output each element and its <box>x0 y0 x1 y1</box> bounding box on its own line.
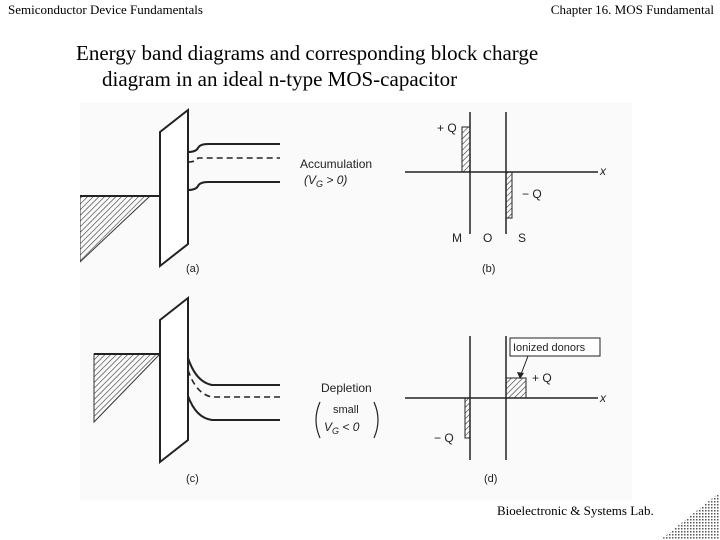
panel-b-caption: (b) <box>482 263 495 275</box>
label-semiconductor: S <box>518 231 526 245</box>
ionized-donors-box <box>509 337 601 357</box>
panel-d-caption: (d) <box>484 473 497 485</box>
metal-charge-block-d <box>464 397 471 439</box>
valence-band <box>187 181 280 191</box>
fermi-level-line-c <box>187 369 280 398</box>
ionized-donors-arrowhead <box>517 372 524 379</box>
valence-band-c <box>187 395 280 421</box>
panel-b-axis-x: x <box>599 164 607 178</box>
panel-c-band-diagram <box>93 295 280 465</box>
mos-figure: Accumulation (VG > 0) (a) + Q − Q x M O … <box>79 102 632 500</box>
paren-right <box>373 401 379 439</box>
label-oxide: O <box>483 231 492 245</box>
mos-diagram-svg: Accumulation (VG > 0) (a) + Q − Q x M O … <box>79 102 632 500</box>
oxide-barrier <box>159 107 189 269</box>
panel-a-state: Accumulation <box>300 157 372 171</box>
panel-d-axis-x: x <box>599 391 607 405</box>
panel-c-caption: (c) <box>186 473 199 485</box>
ionized-donor-block <box>505 377 527 399</box>
corner-decoration <box>660 492 720 540</box>
header-chapter-title: Chapter 16. MOS Fundamental <box>550 2 714 17</box>
panel-d-ionized-label: Ionized donors <box>513 342 586 354</box>
paren-left <box>315 401 321 439</box>
panel-b-charge-diagram <box>405 112 598 234</box>
semiconductor-charge-block <box>505 171 513 219</box>
panel-b-minus-q: − Q <box>522 187 542 201</box>
fermi-level-line <box>187 157 280 163</box>
panel-d-minus-q: − Q <box>434 431 454 445</box>
label-metal: M <box>452 231 462 245</box>
slide-title: Energy band diagrams and corresponding b… <box>76 40 676 92</box>
conduction-band-c <box>187 357 280 386</box>
panel-c-state: Depletion <box>321 381 372 395</box>
panel-d-charge-diagram <box>405 336 601 460</box>
panel-d-plus-q: + Q <box>532 371 552 385</box>
metal-charge-block <box>461 126 471 173</box>
panel-c-condition: VG < 0 <box>324 420 360 436</box>
footer-lab-name: Bioelectronic & Systems Lab. <box>497 503 654 518</box>
oxide-barrier-c <box>159 295 189 465</box>
slide-title-line-1: Energy band diagrams and corresponding b… <box>76 41 539 65</box>
conduction-band <box>187 143 280 153</box>
panel-a-band-diagram <box>79 107 280 269</box>
panel-c-small: small <box>333 404 359 416</box>
header-course-title: Semiconductor Device Fundamentals <box>8 2 203 17</box>
panel-b-plus-q: + Q <box>437 121 457 135</box>
slide-title-line-2: diagram in an ideal n-type MOS-capacitor <box>102 67 458 91</box>
panel-a-caption: (a) <box>186 263 199 275</box>
panel-a-condition: (VG > 0) <box>304 173 347 189</box>
